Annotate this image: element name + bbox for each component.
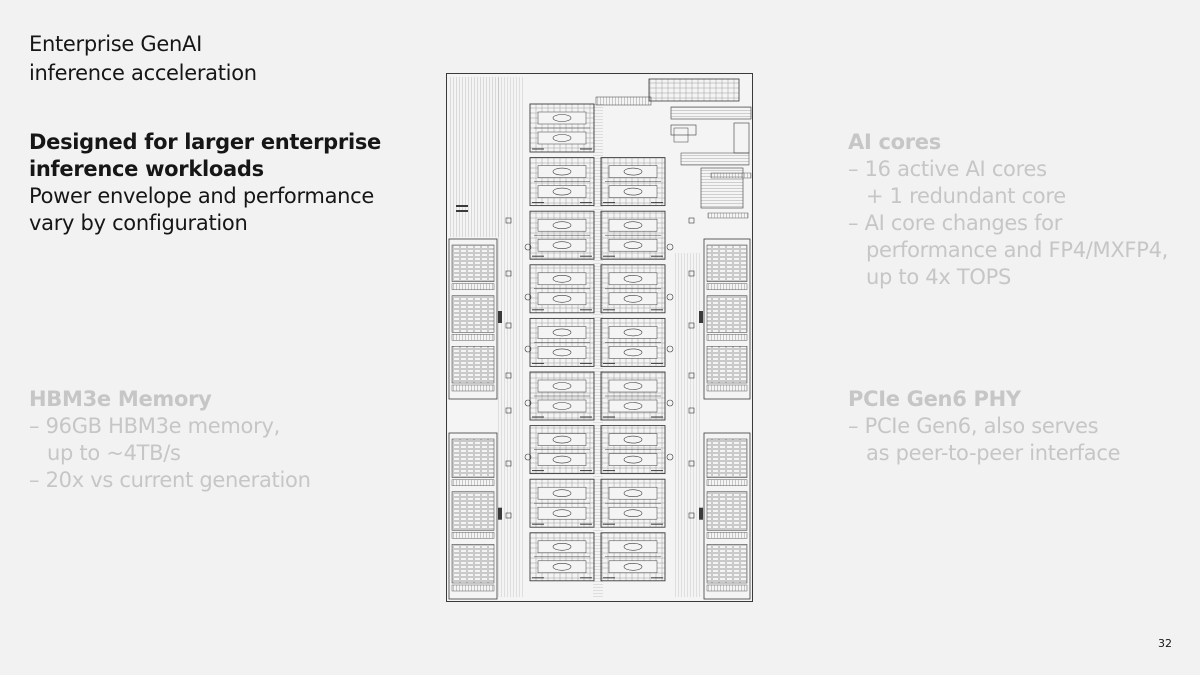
hbm-stack-left bbox=[448, 432, 502, 600]
pcie-heading: PCIe Gen6 PHY bbox=[848, 387, 1021, 411]
chip-floorplan-svg bbox=[446, 73, 753, 602]
ai-core bbox=[529, 317, 595, 367]
chip-floorplan-diagram bbox=[446, 73, 753, 602]
edge-pad bbox=[666, 243, 674, 251]
left-io-region bbox=[450, 77, 500, 237]
center-spine bbox=[593, 103, 603, 597]
edge-pad bbox=[524, 293, 532, 301]
slide-title: Enterprise GenAI inference acceleration bbox=[29, 30, 257, 88]
ai-cores-line-5: up to 4x TOPS bbox=[866, 265, 1011, 289]
edge-pad bbox=[524, 453, 532, 461]
hbm-line-3: – 20x vs current generation bbox=[29, 468, 311, 492]
edge-pad bbox=[688, 270, 695, 277]
ai-core bbox=[529, 103, 595, 153]
hbm-stack-left bbox=[448, 238, 502, 400]
ai-core bbox=[600, 157, 666, 207]
edge-pad bbox=[505, 407, 512, 414]
ai-core bbox=[600, 371, 666, 421]
ai-core bbox=[529, 425, 595, 475]
ai-cores-line-1: – 16 active AI cores bbox=[848, 157, 1047, 181]
page-number: 32 bbox=[1158, 637, 1172, 650]
edge-pad bbox=[688, 322, 695, 329]
pcie-phy-callout: PCIe Gen6 PHY – PCIe Gen6, also serves a… bbox=[848, 386, 1121, 467]
design-body-line-1: Power envelope and performance bbox=[29, 184, 375, 208]
edge-pad bbox=[688, 372, 695, 379]
left-routing-channel bbox=[498, 77, 524, 597]
edge-pad bbox=[505, 512, 512, 519]
edge-pad bbox=[505, 460, 512, 467]
ai-core-array bbox=[529, 103, 666, 582]
ai-core bbox=[600, 317, 666, 367]
ai-cores-line-4: performance and FP4/MXFP4, bbox=[866, 238, 1169, 262]
design-heading-line-2: inference workloads bbox=[29, 157, 264, 181]
hbm-line-1: – 96GB HBM3e memory, bbox=[29, 414, 280, 438]
design-summary: Designed for larger enterprise inference… bbox=[29, 129, 381, 237]
ai-core bbox=[600, 532, 666, 582]
pcie-line-1: – PCIe Gen6, also serves bbox=[848, 414, 1099, 438]
hbm-line-2: up to ~4TB/s bbox=[47, 441, 181, 465]
ai-cores-line-2: + 1 redundant core bbox=[866, 184, 1066, 208]
ai-core bbox=[529, 157, 595, 207]
edge-pad bbox=[505, 372, 512, 379]
ai-core bbox=[600, 425, 666, 475]
ai-core bbox=[600, 478, 666, 528]
ai-core bbox=[529, 264, 595, 314]
hbm-memory-callout: HBM3e Memory – 96GB HBM3e memory, up to … bbox=[29, 386, 311, 494]
edge-pad bbox=[666, 345, 674, 353]
edge-pad bbox=[688, 217, 695, 224]
edge-pad bbox=[666, 453, 674, 461]
right-routing-channel bbox=[675, 253, 701, 597]
slide-title-line-1: Enterprise GenAI bbox=[29, 32, 202, 56]
design-heading-line-1: Designed for larger enterprise bbox=[29, 130, 381, 154]
edge-pad bbox=[688, 460, 695, 467]
design-body-line-2: vary by configuration bbox=[29, 211, 248, 235]
edge-pad bbox=[505, 322, 512, 329]
hbm-stack-right bbox=[699, 432, 751, 600]
edge-pads bbox=[505, 217, 695, 519]
pcie-line-2: as peer-to-peer interface bbox=[866, 441, 1121, 465]
ai-core bbox=[600, 264, 666, 314]
hbm-heading: HBM3e Memory bbox=[29, 387, 212, 411]
edge-pad bbox=[524, 243, 532, 251]
ai-core bbox=[529, 478, 595, 528]
edge-pad bbox=[688, 407, 695, 414]
edge-pad bbox=[666, 293, 674, 301]
slide-title-line-2: inference acceleration bbox=[29, 61, 257, 85]
control-block bbox=[456, 78, 752, 219]
edge-pad bbox=[666, 399, 674, 407]
ai-cores-callout: AI cores – 16 active AI cores + 1 redund… bbox=[848, 129, 1168, 291]
edge-pad bbox=[688, 512, 695, 519]
ai-core bbox=[529, 210, 595, 260]
ai-cores-line-3: – AI core changes for bbox=[848, 211, 1063, 235]
edge-pad bbox=[524, 399, 532, 407]
ai-core bbox=[600, 210, 666, 260]
edge-pad bbox=[524, 345, 532, 353]
hbm-stacks bbox=[448, 238, 751, 600]
ai-core bbox=[529, 532, 595, 582]
edge-pad bbox=[505, 270, 512, 277]
ai-core bbox=[529, 371, 595, 421]
hbm-stack-right bbox=[699, 238, 751, 400]
edge-pad bbox=[505, 217, 512, 224]
ai-cores-heading: AI cores bbox=[848, 130, 941, 154]
